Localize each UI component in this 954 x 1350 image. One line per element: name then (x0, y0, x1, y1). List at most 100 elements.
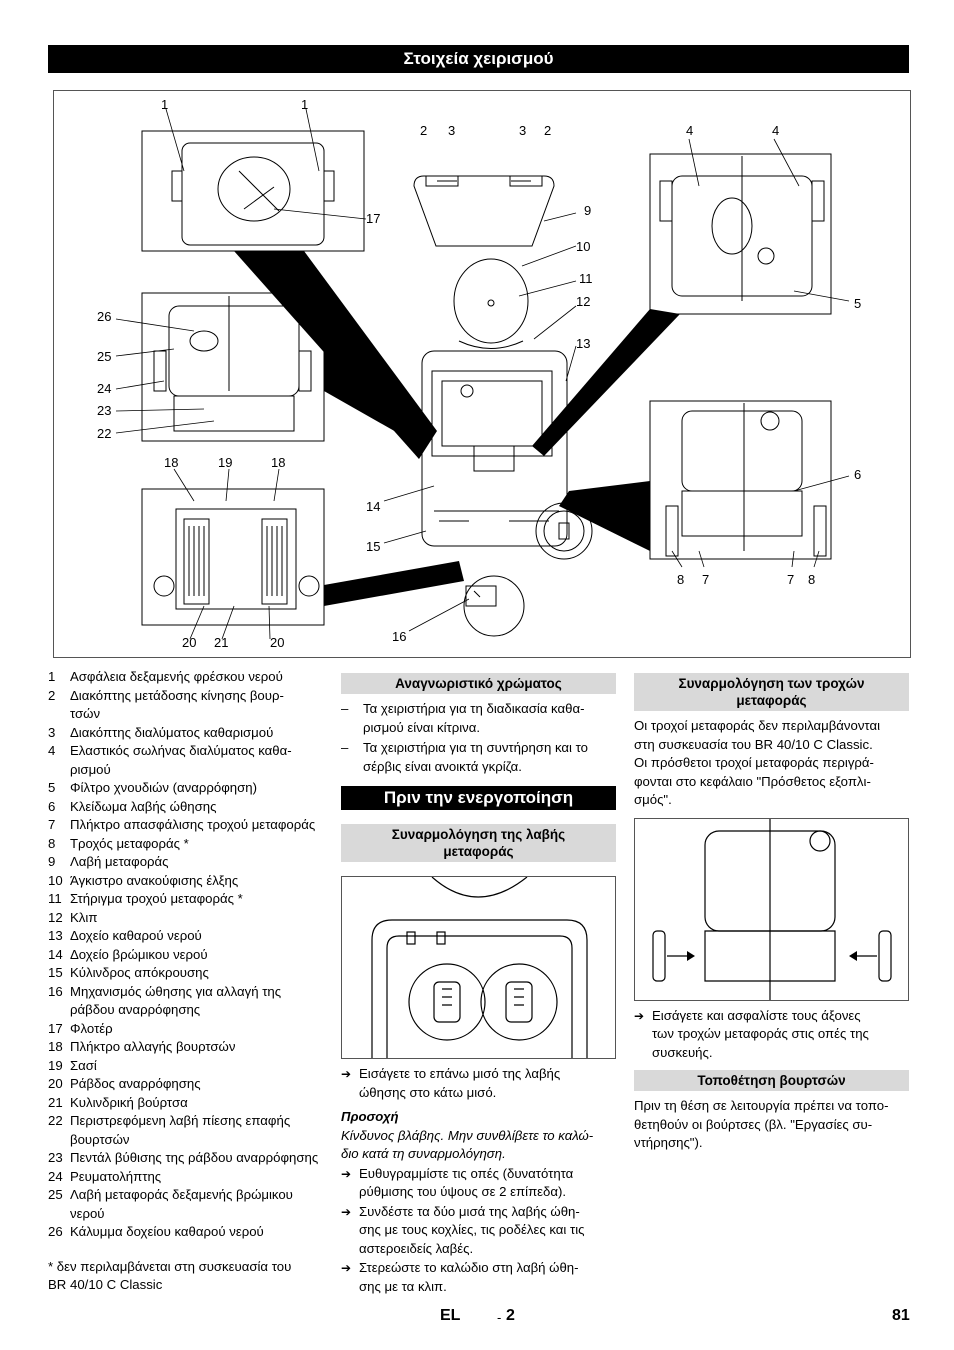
arrow-right-icon: ➔ (634, 1008, 645, 1023)
legend-number: 5 (48, 780, 56, 795)
callout-number: 26 (97, 309, 111, 324)
legend-text: Κύλινδρος απόκρουσης (70, 965, 209, 980)
arrow-right-icon: ➔ (341, 1166, 352, 1181)
list-item: – Τα χειριστήρια για τη συντήρηση και το… (341, 740, 588, 774)
brushes-heading: Τοποθέτηση βουρτσών (634, 1070, 909, 1091)
legend-item: 25 Λαβή μεταφοράς δεξαμενής βρώμικου νερο… (48, 1186, 333, 1223)
legend-number: 10 (48, 872, 63, 888)
page-title: Στοιχεία χειρισμού (48, 45, 909, 73)
callout-number: 9 (584, 203, 591, 218)
color-id-heading: Αναγνωριστικό χρώματος (341, 673, 616, 694)
legend-number: 11 (48, 891, 62, 906)
callout-number: 11 (579, 271, 593, 286)
legend-text: Διακόπτης μετάδοσης κίνησης βουρ- τσών (70, 687, 284, 722)
legend-number: 24 (48, 1168, 63, 1184)
before-start-heading: Πριν την ενεργοποίηση (341, 786, 616, 810)
legend-text: Λαβή μεταφοράς δεξαμενής βρώμικου νερού (70, 1187, 293, 1221)
callout-number: 7 (702, 572, 709, 587)
callout-number: 8 (808, 572, 815, 587)
handle-assembly-image (341, 876, 616, 1059)
wheels-drawing (652, 818, 892, 1000)
step-item: ➔Στερεώστε το καλώδιο στη λαβή ώθη- σης … (341, 1259, 616, 1296)
page-number: 81 (892, 1307, 910, 1324)
legend-number: 25 (48, 1187, 63, 1202)
legend-item: 14 Δοχείο βρώμικου νερού (48, 946, 333, 965)
callout-number: 17 (366, 211, 380, 226)
arrow-right-icon: ➔ (341, 1261, 352, 1275)
wheels-image (634, 817, 909, 1001)
callout-number: 23 (97, 403, 111, 418)
step-item: ➔ Εισάγετε το επάνω μισό της λαβής ώθηση… (341, 1065, 616, 1102)
legend-text: Κλείδωμα λαβής ώθησης (70, 798, 217, 814)
callout-number: 20 (270, 635, 284, 650)
callout-number: 3 (519, 123, 526, 138)
legend-number: 3 (48, 724, 56, 740)
legend-number: 1 (48, 669, 56, 684)
handle-heading: Συναρμολόγηση της λαβής μεταφοράς (341, 824, 616, 862)
callout-number: 3 (448, 123, 455, 138)
legend-text: Πλήκτρο απασφάλισης τροχού μεταφοράς (70, 817, 316, 832)
legend-text: Πλήκτρο αλλαγής βουρτσών (70, 1039, 236, 1054)
legend-text: Κάλυμμα δοχείου καθαρού νερού (70, 1224, 264, 1239)
callout-number: 16 (392, 629, 406, 644)
legend-item: 20 Ράβδος αναρρόφησης (48, 1075, 333, 1094)
callout-number: 8 (677, 572, 684, 587)
step-item: ➔ Εισάγετε και ασφαλίστε τους άξονες των… (634, 1007, 909, 1063)
legend-item: 5 Φίλτρο χνουδιών (αναρρόφηση) (48, 779, 333, 798)
callout-number: 24 (97, 381, 111, 396)
legend-number: 2 (48, 687, 56, 703)
legend-item: 12 Κλιπ (48, 909, 333, 928)
legend-number: 9 (48, 854, 56, 869)
legend-number: 23 (48, 1150, 63, 1165)
legend-text: Τροχός μεταφοράς * (70, 835, 189, 851)
legend-text: Φλοτέρ (70, 1020, 113, 1036)
callout-number: 4 (686, 123, 693, 138)
legend-number: 20 (48, 1076, 63, 1091)
callout-number: 6 (854, 467, 861, 482)
legend-number: 16 (48, 983, 63, 999)
legend-text: Ράβδος αναρρόφησης (70, 1076, 201, 1091)
caution-text: Κίνδυνος βλάβης. Μην συνθλίβετε το καλώ-… (341, 1127, 594, 1162)
inset-top-view (141, 130, 365, 252)
legend-number: 8 (48, 835, 56, 851)
legend-text: Ρευματολήπτης (70, 1168, 162, 1184)
legend-item: 22 Περιστρεφόμενη λαβή πίεσης επαφής βουρ… (48, 1112, 333, 1149)
legend-number: 7 (48, 817, 56, 832)
footer-dash: - (497, 1310, 502, 1325)
callout-number: 21 (214, 635, 228, 650)
inset-brush-view (141, 488, 325, 626)
legend-text: Περιστρεφόμενη λαβή πίεσης επαφής βουρτσ… (70, 1113, 291, 1147)
legend-text: Κυλινδρική βούρτσα (70, 1094, 188, 1110)
legend-number: 12 (48, 909, 63, 925)
callout-number: 18 (271, 455, 285, 470)
machine-illustration: 1117262524232218191820212023329101112131… (97, 97, 861, 650)
legend-text: Ελαστικός σωλήνας διαλύματος καθα- ρισμο… (70, 743, 292, 777)
legend-text: Λαβή μεταφοράς (70, 854, 169, 869)
legend-item: 8 Τροχός μεταφοράς * (48, 835, 333, 854)
legend-text: Δοχείο βρώμικου νερού (70, 946, 208, 962)
inset-right-rear (649, 400, 832, 560)
callout-number: 1 (161, 97, 168, 112)
footer-section-number: 2 (506, 1307, 515, 1324)
legend-item: 7 Πλήκτρο απασφάλισης τροχού μεταφοράς (48, 816, 333, 835)
legend-text: Κλιπ (70, 909, 98, 925)
legend-text: Φίλτρο χνουδιών (αναρρόφηση) (70, 780, 257, 795)
legend-number: 22 (48, 1113, 63, 1128)
legend-item: 24 Ρευματολήπτης (48, 1168, 333, 1187)
legend-number: 21 (48, 1094, 63, 1110)
callout-number: 7 (787, 572, 794, 587)
callout-number: 22 (97, 426, 111, 441)
legend-number: 14 (48, 946, 63, 962)
legend-number: 19 (48, 1057, 63, 1073)
